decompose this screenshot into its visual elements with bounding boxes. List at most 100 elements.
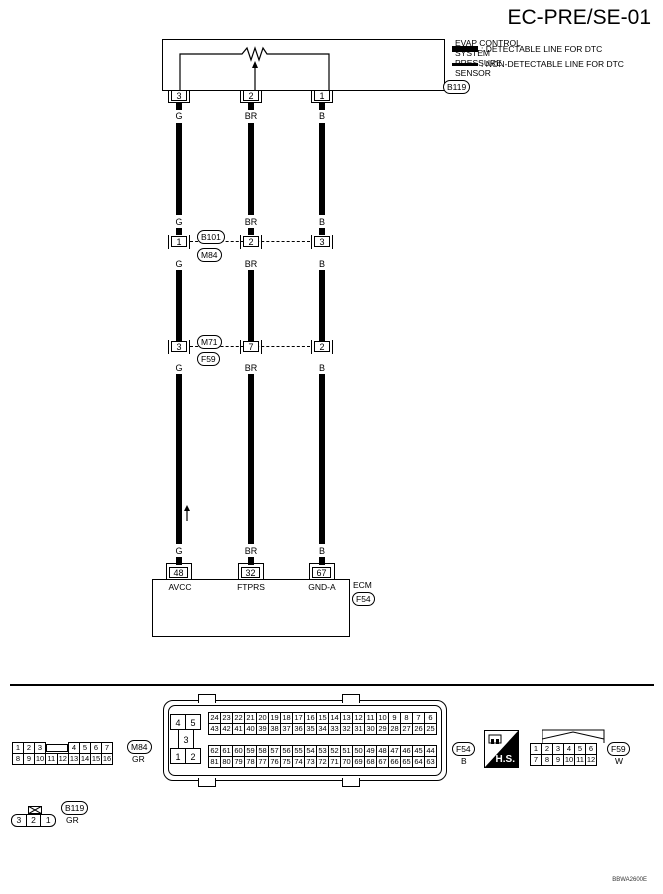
wire-g	[176, 557, 182, 565]
pin-label: 32	[241, 567, 260, 578]
pin-cell: 71	[328, 756, 341, 768]
junction1-pin-1: 1	[168, 235, 190, 249]
wire-b	[319, 123, 325, 215]
wire-br	[248, 103, 254, 110]
pin-cell: 11	[45, 753, 58, 765]
ecm-label: ECM	[353, 580, 372, 590]
wire-br	[248, 123, 254, 215]
pin-cell: 28	[388, 723, 401, 735]
wire-g	[176, 374, 182, 544]
pin-cell: 70	[340, 756, 353, 768]
pin-cell: 4	[68, 742, 80, 754]
connector-face-f59: 1 2 3 4 5 6 7 8 9 10 11 12	[530, 729, 614, 766]
pin-cell: 38	[268, 723, 281, 735]
pin-cell: 53	[316, 745, 329, 757]
sensor-pin-3: 3	[168, 90, 190, 103]
pin-cell: 29	[376, 723, 389, 735]
pin-cell: 66	[388, 756, 401, 768]
legend-non-detectable-label: : NON-DETECTABLE LINE FOR DTC	[481, 59, 624, 69]
pin-cell: 4	[170, 714, 186, 730]
connector-tag-m84: M84	[197, 248, 222, 262]
wire-g	[176, 123, 182, 215]
pin-cell: 51	[340, 745, 353, 757]
wire-color-label: G	[175, 363, 183, 373]
pin-cell: 77	[256, 756, 269, 768]
wire-br	[248, 557, 254, 565]
pin-cell: 7	[412, 712, 425, 724]
pin-cell: 54	[304, 745, 317, 757]
wire-color-label: G	[175, 546, 183, 556]
power-pin-block: 4 5 3 1 2	[170, 714, 204, 768]
connector-tag-f59: F59	[197, 352, 220, 366]
pin-cell: 67	[376, 756, 389, 768]
pin-cell: 11	[364, 712, 377, 724]
pin-cell: 1	[45, 815, 51, 825]
wire-b	[319, 103, 325, 110]
pin-cell: 55	[292, 745, 305, 757]
image-reference-code: BBWA2600E	[612, 877, 647, 883]
pin-cell: 49	[364, 745, 377, 757]
pin-cell: 16	[101, 753, 113, 765]
pin-cell: 45	[412, 745, 425, 757]
latch-tab-icon	[198, 778, 216, 787]
m84-pin-grid: 1 2 3 4 5 6 7 8 9 10 11 12 13 14 15 16	[12, 742, 113, 765]
terminal-ftprs: FTPRS	[237, 582, 265, 592]
legend-detectable: : DETECTABLE LINE FOR DTC	[452, 44, 624, 54]
legend-non-detectable: : NON-DETECTABLE LINE FOR DTC	[452, 59, 624, 69]
connector-face-m84: 1 2 3 4 5 6 7 8 9 10 11 12 13 14 15 16	[12, 742, 113, 765]
pin-cell: 6	[585, 743, 597, 755]
hs-label: H.S.	[495, 754, 515, 765]
sensor-name-line: SYSTEM	[455, 48, 490, 58]
wire-color-label: G	[175, 259, 183, 269]
pin-cell: 14	[328, 712, 341, 724]
pin-cell: 25	[424, 723, 437, 735]
pin-cell: 5	[79, 742, 91, 754]
sensor-name-line: SENSOR	[455, 68, 491, 78]
wire-color-label: BR	[244, 217, 258, 227]
pin-cell: 72	[316, 756, 329, 768]
wire-br	[248, 228, 254, 235]
evap-pressure-sensor-box	[162, 39, 445, 92]
wire-color-label: B	[318, 217, 325, 227]
pin-cell: 9	[552, 754, 564, 766]
pin-cell: 33	[328, 723, 341, 735]
pin-cell: 14	[79, 753, 91, 765]
sensor-pin-1: 1	[311, 90, 333, 103]
f59-pin-grid: 1 2 3 4 5 6 7 8 9 10 11 12	[530, 743, 597, 766]
pin-cell: 62	[208, 745, 221, 757]
latch-tab-icon	[342, 778, 360, 787]
lock-hood-icon	[542, 729, 605, 743]
wire-color-label: G	[175, 217, 183, 227]
pin-cell: 37	[280, 723, 293, 735]
pin-label: 3	[171, 90, 187, 101]
terminal-gnd-a: GND-A	[308, 582, 336, 592]
pin-cell: 19	[268, 712, 281, 724]
pin-cell: 46	[400, 745, 413, 757]
wire-br	[248, 374, 254, 544]
pin-cell: 76	[268, 756, 281, 768]
pin-label: 67	[312, 567, 331, 578]
connector-tag-m84: M84	[127, 740, 152, 754]
pin-cell: 2	[541, 743, 553, 755]
connector-tag-b119: B119	[443, 80, 471, 94]
pin-cell: 64	[412, 756, 425, 768]
pin-cell: 15	[90, 753, 102, 765]
junction2-pin-7: 7	[240, 340, 262, 354]
pin-cell: 52	[328, 745, 341, 757]
wire-br	[248, 270, 254, 341]
pin-cell: 2	[27, 815, 42, 826]
connector-tag-f54: F54	[352, 592, 375, 606]
pin-cell: 2	[23, 742, 35, 754]
pin-cell: 12	[585, 754, 597, 766]
pin-cell: 13	[340, 712, 353, 724]
pin-cell: 61	[220, 745, 233, 757]
pin-cell: 56	[280, 745, 293, 757]
pin-cell: 30	[364, 723, 377, 735]
pin-cell: 5	[574, 743, 586, 755]
pin-cell: 24	[208, 712, 221, 724]
ecm-pin-32: 32	[238, 563, 264, 580]
pin-cell: 48	[376, 745, 389, 757]
pin-cell: 7	[530, 754, 542, 766]
